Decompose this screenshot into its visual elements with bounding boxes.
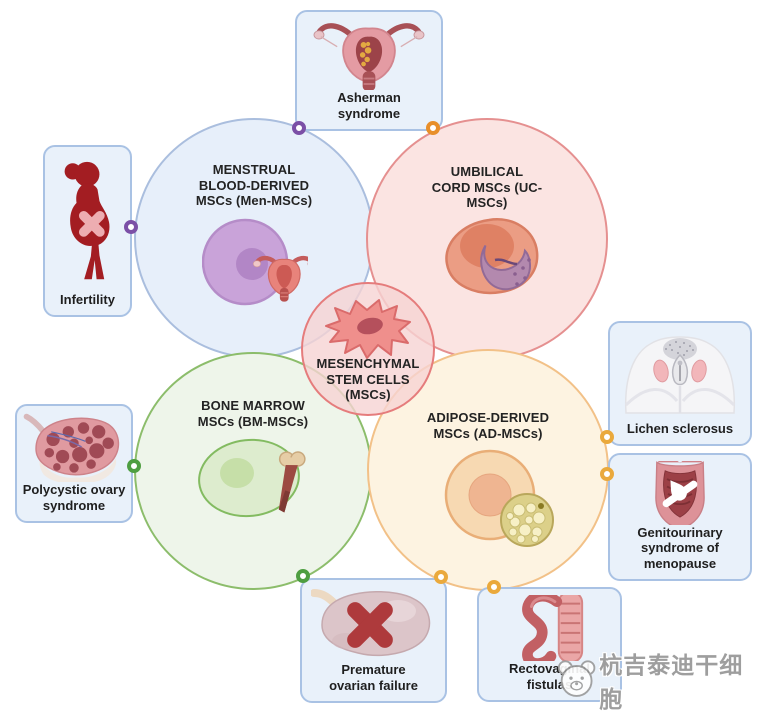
condition-label-premature-ovarian-failure: Premature ovarian failure bbox=[329, 662, 418, 693]
vulva-icon bbox=[621, 329, 739, 421]
uterus-adhesions-icon bbox=[307, 18, 431, 91]
connector-dot-men-infertility bbox=[124, 220, 138, 234]
teddy-bear-icon bbox=[557, 660, 596, 697]
connector-dot-ad-lichen bbox=[600, 430, 614, 444]
condition-card-genitourinary: Genitourinary syndrome of menopause bbox=[608, 453, 752, 581]
placenta-icon bbox=[480, 244, 531, 291]
condition-label-genitourinary: Genitourinary syndrome of menopause bbox=[637, 525, 723, 571]
adipocyte-cluster-icon bbox=[500, 493, 554, 547]
label-bone-marrow-mscs: BONE MARROW MSCs (BM-MSCs) bbox=[197, 398, 309, 429]
condition-label-polycystic: Polycystic ovary syndrome bbox=[22, 482, 126, 513]
connector-dot-men-asherman bbox=[292, 121, 306, 135]
condition-label-infertility: Infertility bbox=[60, 291, 115, 307]
label-mesenchymal-center: MESENCHYMAL STEM CELLS (MSCs) bbox=[316, 356, 420, 403]
bone-marrow-cell-icon bbox=[198, 438, 306, 518]
label-umbilical-mscs: UMBILICAL CORD MSCs (UC- MSCs) bbox=[431, 164, 543, 211]
connector-dot-bm-polycystic bbox=[127, 459, 141, 473]
adipose-cell-icon bbox=[444, 449, 554, 547]
label-adipose-mscs: ADIPOSE-DERIVED MSCs (AD-MSCs) bbox=[426, 410, 550, 441]
vaginal-canal-dryness-icon bbox=[650, 461, 710, 526]
connector-dot-ad-premature bbox=[434, 570, 448, 584]
condition-card-polycystic: Polycystic ovary syndrome bbox=[15, 404, 133, 523]
pregnant-woman-icon bbox=[57, 153, 119, 292]
connector-dot-uc-asherman bbox=[426, 121, 440, 135]
condition-card-premature-ovarian-failure: Premature ovarian failure bbox=[300, 578, 447, 703]
label-menstrual-mscs: MENSTRUAL BLOOD-DERIVED MSCs (Men-MSCs) bbox=[195, 162, 313, 209]
menstrual-stem-cell-icon bbox=[202, 218, 308, 306]
condition-card-rectovaginal-fistulas: Rectovaginal fistulas bbox=[477, 587, 622, 702]
connector-dot-ad-rectovaginal bbox=[487, 580, 501, 594]
rectum-intestine-icon bbox=[515, 595, 585, 662]
condition-card-lichen-sclerosus: Lichen sclerosus bbox=[608, 321, 752, 446]
umbilical-cord-cell-icon bbox=[445, 218, 539, 295]
connector-dot-ad-genitourinary bbox=[600, 467, 614, 481]
watermark: 杭吉泰迪干细胞 bbox=[556, 646, 764, 714]
condition-label-lichen-sclerosus: Lichen sclerosus bbox=[626, 420, 734, 436]
watermark-text: 杭吉泰迪干细胞 bbox=[599, 652, 744, 712]
bone-icon bbox=[278, 451, 306, 513]
mesenchymal-stem-cell-icon bbox=[325, 299, 411, 359]
polycystic-ovary-icon bbox=[22, 412, 126, 483]
condition-card-asherman: Asherman syndrome bbox=[295, 10, 443, 131]
failed-ovary-icon bbox=[310, 586, 437, 662]
condition-card-infertility: Infertility bbox=[43, 145, 132, 317]
connector-dot-bm-premature bbox=[296, 569, 310, 583]
condition-label-asherman: Asherman syndrome bbox=[337, 90, 401, 121]
